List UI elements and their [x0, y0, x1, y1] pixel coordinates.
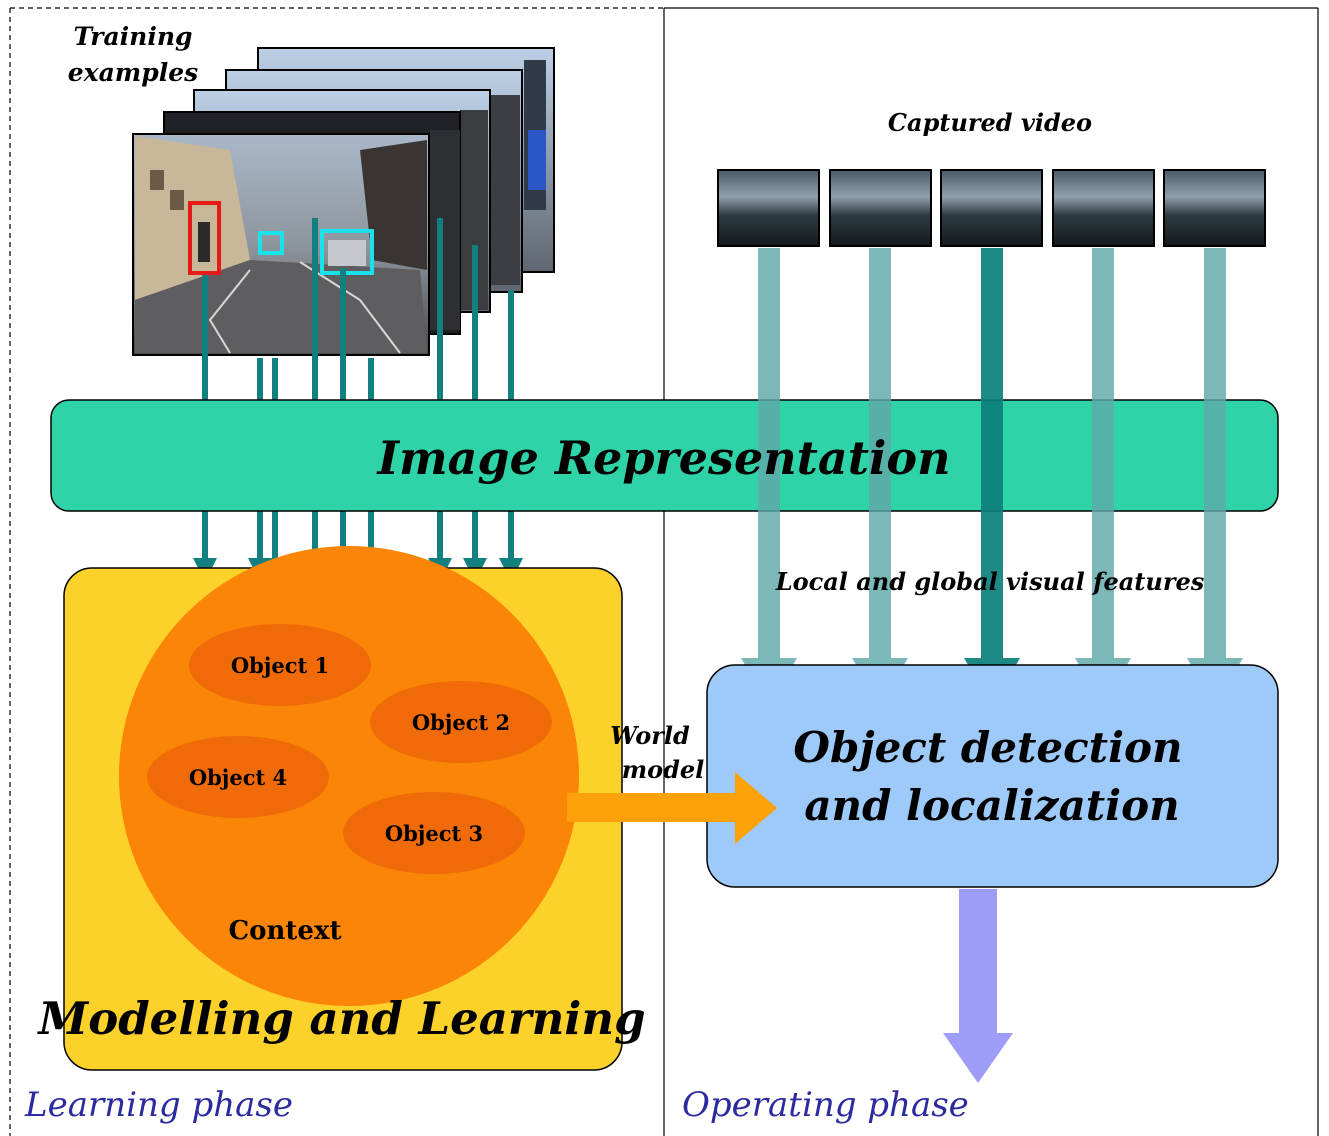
video-frame-2	[829, 169, 932, 247]
object-ellipse-3	[343, 792, 525, 874]
world-model-label-1: World	[610, 721, 690, 750]
output-arrow	[943, 889, 1013, 1083]
image-representation-band	[50, 399, 1279, 512]
local-global-features-label: Local and global visual features	[775, 567, 1205, 596]
video-frame-1	[717, 169, 820, 247]
training-image-stack	[132, 47, 555, 356]
object-3-label: Object 3	[385, 821, 483, 846]
training-examples-label-2: examples	[68, 58, 198, 87]
training-examples-label-1: Training	[74, 22, 193, 51]
training-image-front	[132, 133, 430, 356]
modelling-learning-box	[63, 546, 623, 1071]
captured-video-frames	[717, 169, 1266, 247]
object-ellipse-4	[147, 736, 329, 818]
image-representation-label: Image Representation	[375, 431, 950, 485]
world-model-label-2: model	[622, 755, 705, 784]
video-frame-3	[940, 169, 1043, 247]
detection-box	[706, 664, 1279, 888]
context-label: Context	[228, 916, 341, 946]
object-2-label: Object 2	[412, 710, 510, 735]
captured-video-label: Captured video	[888, 108, 1092, 137]
operating-phase-label: Operating phase	[682, 1085, 969, 1125]
video-frame-4	[1052, 169, 1155, 247]
modelling-learning-label: Modelling and Learning	[36, 992, 645, 1045]
object-ellipse-1	[189, 624, 371, 706]
learning-phase-label: Learning phase	[24, 1085, 293, 1125]
detection-label-2: and localization	[804, 781, 1179, 830]
world-model-arrow	[567, 772, 777, 844]
detection-label-1: Object detection	[793, 723, 1182, 772]
object-1-label: Object 1	[231, 653, 329, 678]
video-frame-5	[1163, 169, 1266, 247]
object-ellipse-2	[370, 681, 552, 763]
object-4-label: Object 4	[189, 765, 287, 790]
phase-frames	[9, 7, 1319, 1136]
